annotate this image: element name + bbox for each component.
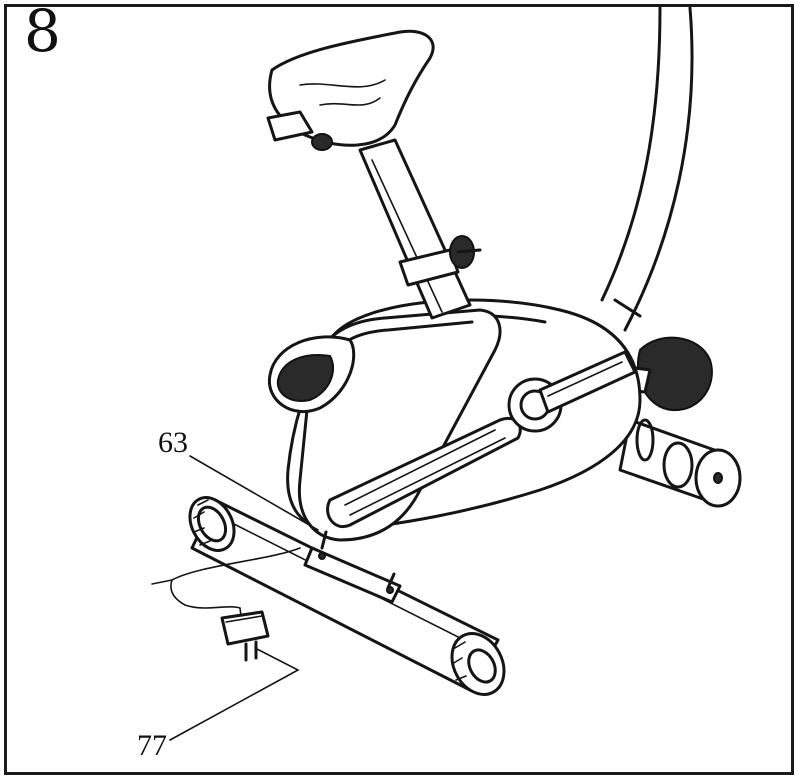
leader-lines xyxy=(169,455,319,741)
callout-label-63: 63 xyxy=(158,426,188,459)
seat xyxy=(266,29,435,151)
frame-body xyxy=(286,298,642,542)
power-adapter xyxy=(220,610,270,662)
callout-label-77: 77 xyxy=(137,729,167,762)
seat-post xyxy=(358,138,482,320)
rear-stabilizer xyxy=(618,418,742,508)
power-cord xyxy=(151,547,301,625)
mounting-bracket xyxy=(303,530,402,604)
handlebar-post xyxy=(600,6,694,332)
step-number: 8 xyxy=(24,0,61,65)
left-pedal xyxy=(267,335,356,414)
